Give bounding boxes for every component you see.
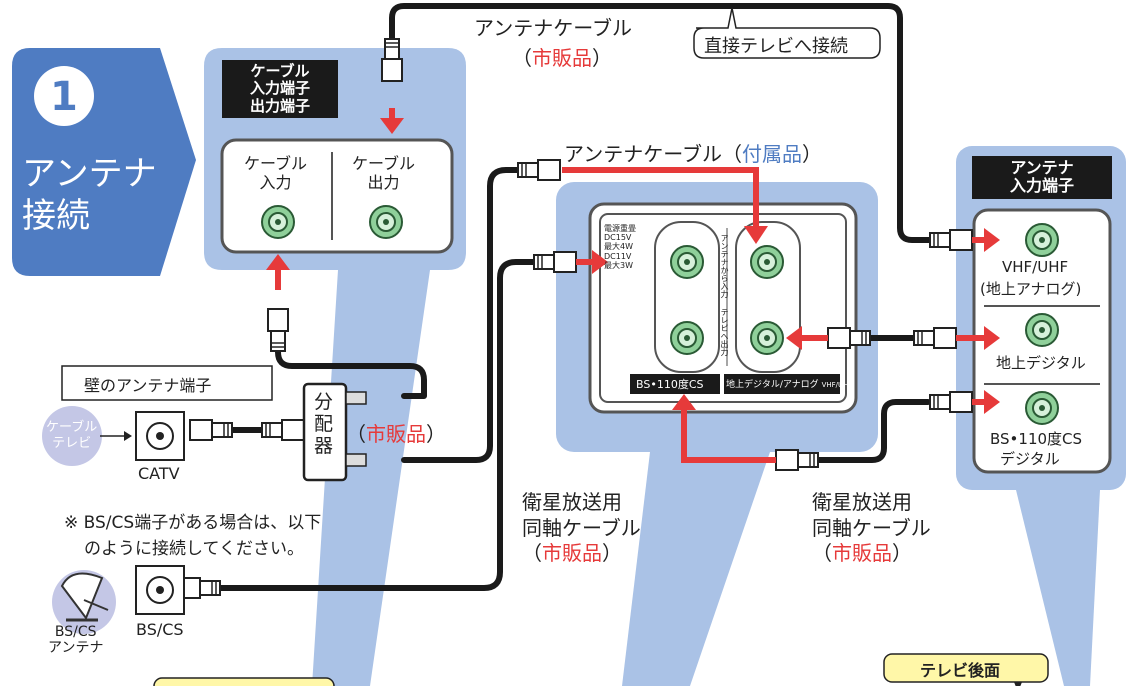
antenna-pointer [1016,490,1100,686]
sat-cable-1: 衛星放送用同軸ケーブル （市販品） [522,490,641,566]
tuner-pointer [622,452,770,686]
bs-digital-line2: デジタル [1000,450,1060,468]
antenna-cable-top-label: アンテナケーブル [474,16,632,40]
cable-output-label: ケーブル出力 [352,154,416,193]
cable-tv-label: ケーブルテレビ [46,420,98,451]
step-title-line2: 接続 [22,196,90,236]
bs-digital-line1: BS•110度CS [990,430,1083,448]
direct-tv-label: 直接テレビへ接続 [704,36,848,57]
antenna-panel-header: アンテナ入力端子 [972,156,1112,199]
bscs-note-line1: ※ BS/CS端子がある場合は、以下 [64,513,322,533]
bscs-port-label: BS/CS [136,620,184,639]
cable-box-header: ケーブル入力端子出力端子 [222,60,338,118]
catv-label: CATV [138,464,180,483]
direct-tv-bubble [693,7,881,59]
cable-input-label: ケーブル入力 [244,154,308,193]
tv-out-label: テレビへ出力 [720,308,729,356]
antenna-cable-top-note: （市販品） [512,46,612,70]
bs-label: BS•110度CS [636,378,704,391]
terrestrial-label: 地上デジタル/アナログ VHF/UHF [726,380,853,390]
wall-label-box [61,365,273,401]
digital-label: 地上デジタル [996,354,1086,372]
bottom-yellow-bubble [153,677,335,686]
vhf-uhf-label: VHF/UHF [1002,258,1069,276]
analog-label: (地上アナログ) [980,280,1082,298]
cable-box-pointer [312,270,430,686]
step-title-line1: アンテナ [22,154,157,194]
wall-antenna-label: 壁のアンテナ端子 [84,376,212,395]
tv-back-label: テレビ後面 [920,661,1001,680]
antenna-cable-included-label: アンテナケーブル（付属品） [564,142,822,166]
step-number: 1 [50,74,78,120]
cable-tv-cloud [42,406,102,466]
sat-cable-2: 衛星放送用同軸ケーブル （市販品） [812,490,931,566]
splitter-box [302,382,348,482]
tv-back-bubble [883,653,1049,683]
antenna-in-label: アンテナから入力 [720,234,729,298]
step-number-circle [34,66,94,126]
bscs-note-line2: のように接続してください。 [84,539,304,559]
splitter-note: （市販品） [346,422,446,446]
splitter-label: 分配器 [314,391,334,457]
